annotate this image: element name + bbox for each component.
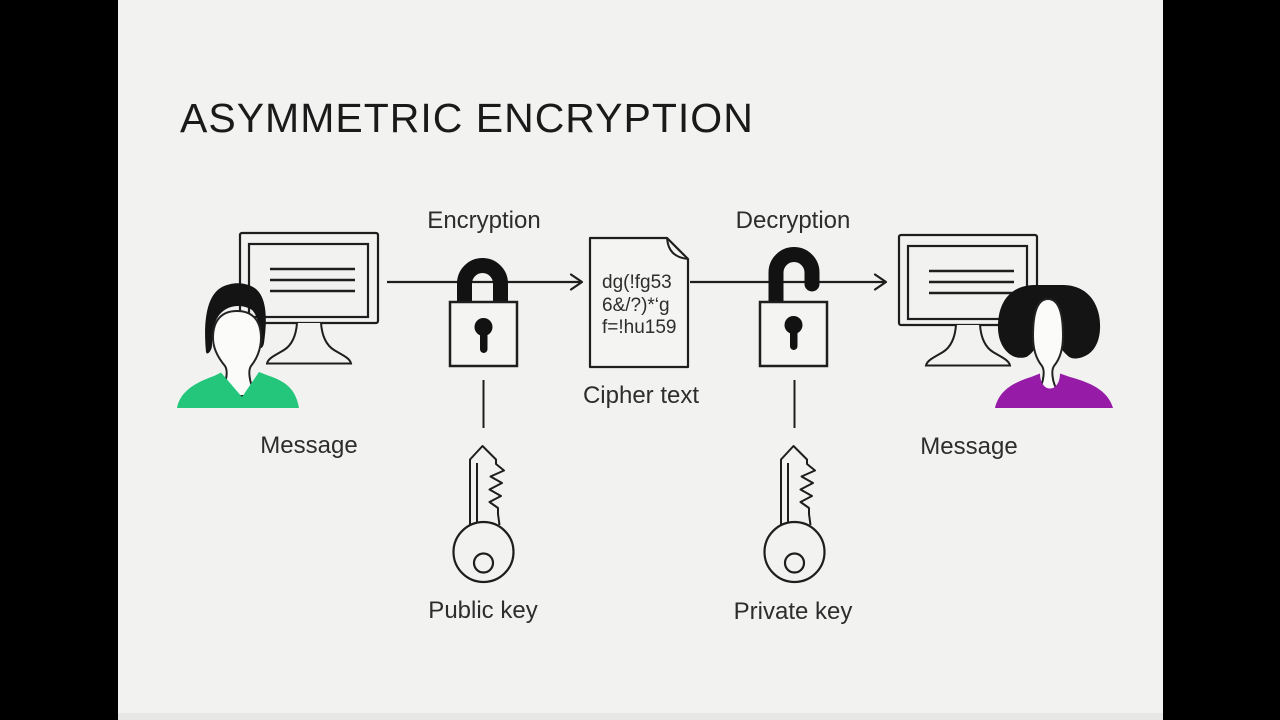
- letterbox-right: [1163, 0, 1280, 720]
- public-key-label: Public key: [428, 597, 538, 624]
- cipher-document-text: dg(!fg53 6&/?)*‘g f=!hu159: [602, 272, 688, 340]
- private-key-label: Private key: [733, 598, 853, 625]
- cipher-document-icon: [588, 236, 690, 369]
- closed-padlock-icon: [448, 258, 519, 368]
- receiver-shirt: [995, 373, 1113, 408]
- sender-person-icon: [177, 283, 299, 408]
- cipher-line: 6&/?)*‘g: [602, 294, 670, 316]
- folded-corner: [666, 237, 689, 260]
- bottom-strip: [118, 713, 1163, 720]
- cipher-line: f=!hu159: [602, 317, 677, 338]
- cipher-line: dg(!fg53: [602, 272, 672, 293]
- page-title: ASYMMETRIC ENCRYPTION: [180, 95, 754, 141]
- receiver-person-icon: [995, 285, 1113, 408]
- public-key-icon: [452, 378, 515, 584]
- sender-shirt: [177, 372, 299, 408]
- open-padlock-icon: [758, 247, 829, 368]
- decryption-label: Decryption: [735, 207, 851, 234]
- receiver-face: [1030, 297, 1066, 397]
- sender-face: [211, 309, 263, 397]
- letterbox-left: [0, 0, 118, 720]
- sender-message-label: Message: [260, 432, 358, 459]
- cipher-text-label: Cipher text: [582, 382, 700, 409]
- arrow-cipher-to-message: [690, 273, 888, 291]
- encryption-label: Encryption: [427, 207, 541, 234]
- sender-hair: [205, 283, 266, 354]
- private-key-icon: [763, 378, 826, 584]
- receiver-message-label: Message: [920, 433, 1018, 460]
- arrow-message-to-cipher: [387, 273, 584, 291]
